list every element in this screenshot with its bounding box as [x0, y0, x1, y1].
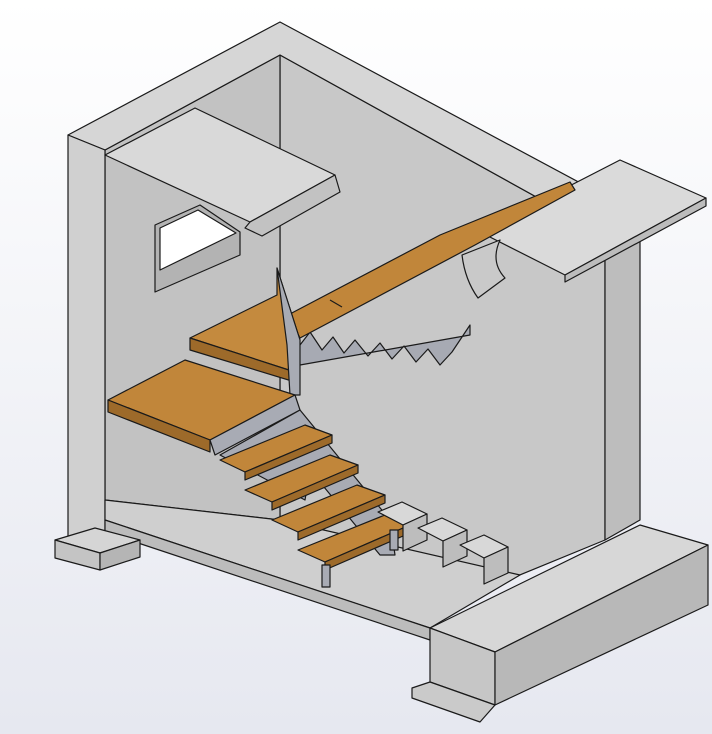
- block-3-front: [483, 546, 509, 585]
- tread-lines: [329, 299, 343, 308]
- right-pillar: [604, 214, 641, 541]
- landing-corbel: [461, 239, 506, 299]
- floor-slab: [104, 499, 521, 629]
- lower-flight: [219, 409, 411, 588]
- left-base-side: [99, 539, 141, 571]
- upper-flight: [287, 181, 576, 366]
- lower-landing-edge: [107, 399, 211, 453]
- step-3-edge: [297, 494, 386, 541]
- left-pillar-front: [67, 134, 106, 546]
- floor-blocks: [377, 501, 509, 585]
- block-1-front: [402, 513, 428, 552]
- upper-landing-edge: [564, 197, 707, 283]
- upper-stringer: [287, 324, 471, 366]
- step-1-edge: [244, 434, 333, 481]
- step-post-1: [321, 564, 331, 588]
- block-2-front: [442, 529, 468, 568]
- ceiling-landing-nosing: [244, 174, 341, 237]
- step-2-edge: [271, 464, 359, 511]
- step-post-2: [389, 529, 399, 551]
- window-glass: [159, 209, 237, 271]
- upper-treads: [287, 181, 576, 339]
- right-base-side: [494, 544, 709, 706]
- right-base-foot: [411, 681, 496, 723]
